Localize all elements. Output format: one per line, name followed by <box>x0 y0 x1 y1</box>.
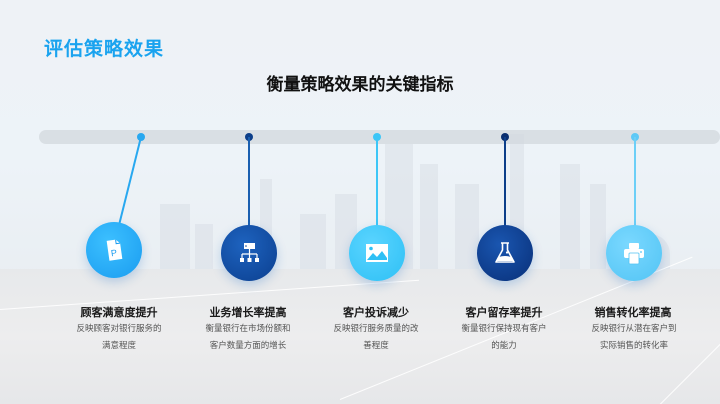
connector-5 <box>634 137 636 227</box>
metric-icon-circle-5 <box>606 225 662 281</box>
connector-4 <box>504 137 506 227</box>
metric-title-1: 顾客满意度提升 <box>80 306 158 319</box>
slide-title: 评估策略效果 <box>44 38 165 60</box>
metric-icon-circle-2 <box>221 225 277 281</box>
metric-desc-5: 反映银行从潜在客户到实际销售的转化率 <box>591 324 677 351</box>
metric-desc-2: 衡量银行在市场份额和客户数量方面的增长 <box>205 324 291 351</box>
org-chart-icon <box>240 243 259 262</box>
metric-title-2: 业务增长率提高 <box>209 306 287 319</box>
flask-icon <box>495 242 515 263</box>
printer-icon <box>624 243 644 265</box>
image-icon <box>366 244 388 262</box>
metric-icon-circle-4 <box>477 225 533 281</box>
metric-desc-4: 衡量银行保持现有客户的能力 <box>461 324 547 351</box>
connector-2 <box>248 137 250 227</box>
metric-desc-3: 反映银行服务质量的改善程度 <box>333 324 419 351</box>
metric-desc-1: 反映顾客对银行服务的满意程度 <box>76 324 162 351</box>
metric-title-3: 客户投诉减少 <box>343 306 409 319</box>
metric-icon-circle-1: P <box>86 222 142 278</box>
metric-title-4: 客户留存率提升 <box>465 306 543 319</box>
document-p-icon: P <box>106 239 123 261</box>
metric-icon-circle-3 <box>349 225 405 281</box>
metric-title-5: 销售转化率提高 <box>594 306 672 319</box>
svg-text:P: P <box>110 248 117 259</box>
connector-3 <box>376 137 378 227</box>
slide-subtitle: 衡量策略效果的关键指标 <box>266 75 454 95</box>
